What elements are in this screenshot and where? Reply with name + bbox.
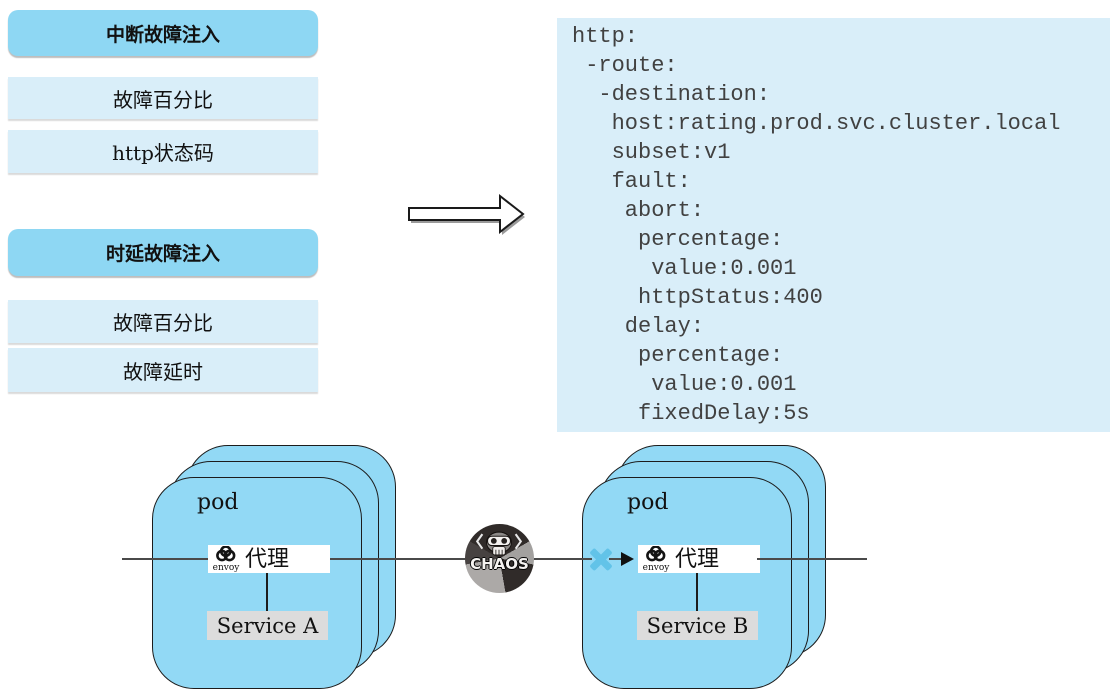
- traffic-line-to-proxy: [609, 558, 623, 560]
- envoy-wordmark: envoy: [212, 563, 240, 573]
- virtualservice-yaml-block: http: -route: -destination: host:rating.…: [557, 18, 1110, 432]
- abort-fault-percentage-row: 故障百分比: [8, 77, 318, 119]
- envoy-logo: envoy: [642, 545, 670, 573]
- envoy-proxy-box-b: envoy 代理: [638, 545, 760, 573]
- monkey-face-icon: [475, 531, 523, 556]
- proxy-label: 代理: [245, 547, 290, 572]
- delay-fault-injection-header: 时延故障注入: [8, 229, 318, 276]
- pod-stack-service-b: pod envoy 代理 Service B: [582, 445, 982, 693]
- delay-fault-percentage-row: 故障百分比: [8, 300, 318, 343]
- chaos-monkey-icon: CHAOS: [465, 524, 534, 593]
- block-arrow-icon: [408, 193, 525, 235]
- pod-card: [152, 477, 362, 689]
- traffic-line-left-in: [122, 558, 208, 560]
- pod-label: pod: [197, 490, 239, 515]
- abort-fault-injection-header: 中断故障注入: [8, 10, 318, 56]
- envoy-wordmark: envoy: [642, 563, 670, 573]
- pod-stack-service-a: pod envoy 代理 Service A: [152, 445, 552, 693]
- delay-fault-delay-row: 故障延时: [8, 348, 318, 392]
- fault-x-icon: [588, 546, 614, 572]
- abort-http-status-row: http状态码: [8, 130, 318, 173]
- pod-label: pod: [627, 490, 669, 515]
- proxy-service-connector: [266, 573, 268, 611]
- traffic-line-right-out: [757, 558, 867, 560]
- arrowhead-icon: [621, 552, 634, 566]
- envoy-proxy-box-a: envoy 代理: [208, 545, 330, 573]
- envoy-knot-icon: [216, 545, 236, 562]
- proxy-label: 代理: [675, 547, 720, 572]
- pod-card: [582, 477, 792, 689]
- traffic-line-left-out: [330, 558, 466, 560]
- yaml-code: http: -route: -destination: host:rating.…: [572, 24, 1061, 426]
- chaos-wordmark: CHAOS: [470, 555, 529, 573]
- service-b-box: Service B: [637, 611, 758, 640]
- envoy-logo: envoy: [212, 545, 240, 573]
- envoy-knot-icon: [646, 545, 666, 562]
- proxy-service-connector: [696, 573, 698, 611]
- service-a-box: Service A: [207, 611, 328, 640]
- traffic-line-mid: [533, 558, 592, 560]
